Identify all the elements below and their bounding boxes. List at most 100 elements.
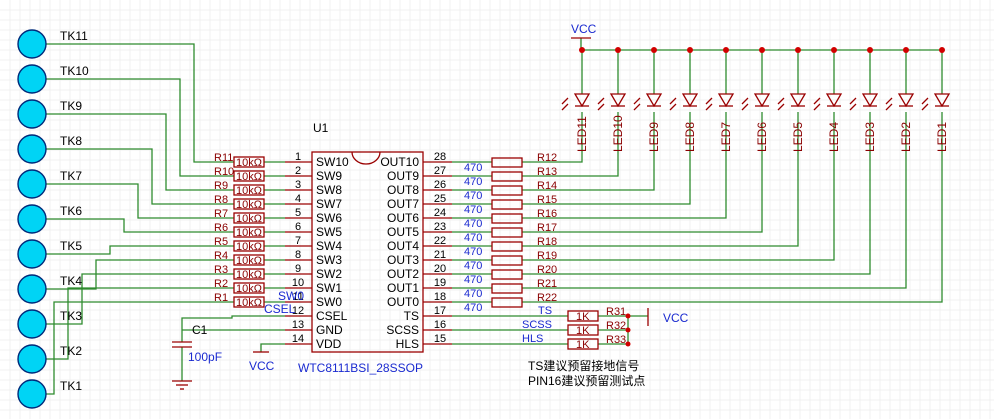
led-label: LED6 [755,122,769,152]
wire [46,218,234,233]
led-emission-arrows [633,97,641,111]
junction-dot [625,327,631,333]
input-resistor-ref: R3 [214,264,228,276]
vcc-right: VCC [647,308,689,326]
output-resistor-value: 470 [464,246,482,258]
ic-pin-number: 14 [292,333,304,345]
led-symbol [645,93,663,108]
junction-dot [651,47,657,53]
ic-pin-name: SW4 [316,239,342,253]
wire [522,112,763,233]
pullup-resistor-ref: R33 [606,334,626,346]
touch-pad [17,239,47,269]
input-resistor-ref: R6 [214,222,228,234]
touch-pad [17,64,47,94]
output-resistor-ref: R13 [537,166,557,178]
output-resistor-ref: R22 [537,292,557,304]
input-resistor-ref: R7 [214,208,228,220]
output-resistor-value: 470 [464,162,482,174]
junction-dot [759,47,765,53]
touch-key-label: TK6 [60,204,82,218]
led-label: LED3 [863,122,877,152]
ic-pin-name: OUT6 [387,211,419,225]
ic-pin-number: 13 [292,319,304,331]
input-resistor [233,226,265,238]
led-symbol [933,93,951,108]
ic-body [311,151,424,353]
pullup-resistor [567,324,599,336]
input-resistor-ref: R8 [214,194,228,206]
ic-pin-number: 7 [295,235,301,247]
junction-dot [939,47,945,53]
led-label: LED7 [719,122,733,152]
ic-pin-number: 11 [292,291,303,303]
touch-pad [17,204,47,234]
ic-pin-name: SW5 [316,225,342,239]
input-resistor [233,282,265,294]
touch-key-label: TK1 [60,379,82,393]
junction-dot [831,47,837,53]
junction-dot [615,47,621,53]
wire [522,112,619,177]
output-resistor-ref: R19 [537,250,557,262]
input-resistor-ref: R5 [214,236,228,248]
ic-pin-name: OUT8 [387,183,419,197]
output-resistor [491,269,523,280]
output-resistor [491,185,523,196]
vcc-right-label: VCC [663,311,689,325]
output-resistor-value: 470 [464,302,482,314]
wire [46,183,234,219]
ic-pin-number: 9 [295,263,301,275]
ic-pin-name: SW7 [316,197,342,211]
output-resistor-value: 470 [464,288,482,300]
pullup-resistor-ref: R32 [606,320,626,332]
touch-key-label: TK3 [60,309,82,323]
wire [522,112,943,303]
output-resistor-value: 470 [464,274,482,286]
output-resistor-value: 470 [464,260,482,272]
ic-pin-name: SW1 [316,281,342,295]
input-resistor [233,254,265,266]
wire [522,112,691,205]
pullup-resistor-value: 1K [576,311,590,323]
junction-dot [903,47,909,53]
led-symbol [897,93,915,108]
led-emission-arrows [561,97,569,111]
led-label: LED4 [827,122,841,152]
ic-pin-name: SW2 [316,267,342,281]
output-resistor-value: 470 [464,218,482,230]
ic-pin-name: OUT10 [380,155,419,169]
output-resistor-value: 470 [464,232,482,244]
junction-dot [625,341,631,347]
ic-u1: U1 WTC8111BSI_28SSOP [298,121,424,375]
ic-pin-name: TS [404,309,419,323]
output-resistor-value: 470 [464,190,482,202]
ic-pin-number: 24 [434,207,446,219]
ic-pin-number: 10 [292,277,304,289]
ic-pin-number: 6 [295,221,301,233]
output-resistor [491,157,523,168]
ic-pin-number: 19 [434,277,446,289]
output-resistor-ref: R17 [537,222,557,234]
ic-pin-number: 27 [434,165,446,177]
ic-pin-name: GND [316,323,343,337]
net-label: TS [538,305,552,317]
led-emission-arrows [813,97,821,111]
pullup-resistor-ref: R31 [606,306,626,318]
ic-pin-number: 22 [434,235,446,247]
vcc-ic: VCC [249,351,275,373]
ic-pin-number: 3 [295,179,301,191]
ic-pin-name: SW6 [316,211,342,225]
ic-pin-name: OUT4 [387,239,419,253]
touch-key-label: TK2 [60,344,82,358]
ic-notch [351,151,381,165]
junction-dot [625,313,631,319]
led-label: LED10 [611,115,625,152]
touch-key-label: TK5 [60,239,82,253]
ic-pin-number: 12 [292,305,304,317]
wire [522,112,907,289]
ic-pin-number: 4 [295,193,301,205]
